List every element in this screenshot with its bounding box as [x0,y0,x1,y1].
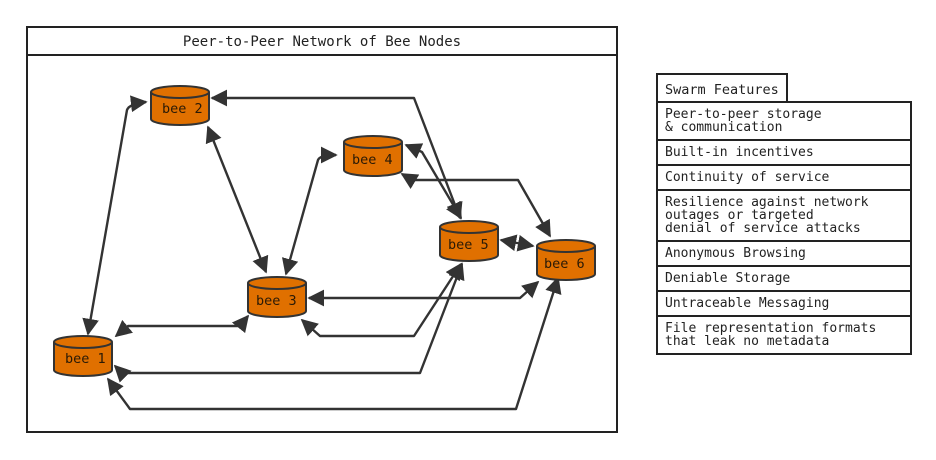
features-heading: Swarm Features [656,73,788,103]
feature-item: Peer-to-peer storage & communication [665,107,822,135]
node-bee3-body [247,283,307,318]
edge-bee2-bee3 [205,125,269,274]
node-bee2: bee 2 [150,85,210,126]
node-bee5-top [439,220,499,234]
node-bee1-label: bee 1 [65,351,106,367]
node-bee6-label: bee 6 [544,256,585,272]
node-bee5: bee 5 [439,220,499,262]
node-bee1-top [53,335,113,349]
feature-item: Untraceable Messaging [658,290,910,315]
node-bee4-label: bee 4 [352,152,393,168]
node-bee6: bee 6 [536,239,596,281]
node-bee4: bee 4 [343,135,403,177]
feature-item: Continuity of service [658,164,910,189]
node-bee1-body [53,342,113,377]
feature-item: Deniable Storage [658,265,910,290]
diagram-title: Peer-to-Peer Network of Bee Nodes [28,28,616,56]
node-bee4-body [343,142,403,177]
node-bee1: bee 1 [53,335,113,377]
node-bee6-body [536,246,596,281]
edge-bee1-bee2 [82,95,148,336]
node-bee4-top [343,135,403,149]
feature-item: File representation formats that leak no… [658,315,910,353]
feature-item: Resilience against network outages or ta… [658,189,910,240]
node-bee3-top [247,276,307,290]
network-diagram-frame: Peer-to-Peer Network of Bee Nodes [26,26,618,433]
edge-bee3-bee4 [281,146,338,276]
network-diagram: bee 1 bee 2 bee 3 bee 4 [53,85,596,411]
edge-bee4-bee5 [404,143,463,220]
node-bee6-top [536,239,596,253]
feature-item: Anonymous Browsing [658,240,910,265]
edge-bee2-bee5 [210,89,463,220]
node-bee3: bee 3 [247,276,307,318]
edge-bee5-bee6 [499,234,535,252]
feature-item: Built-in incentives [658,139,910,164]
node-bee2-label: bee 2 [162,101,203,117]
features-list: Peer-to-peer storage & communication Bui… [656,101,912,355]
edge-bee4-bee6 [400,172,552,238]
node-bee2-body [150,92,210,126]
node-bee2-top [150,85,210,99]
edge-bee1-bee3 [114,314,250,338]
node-bee5-label: bee 5 [448,237,489,253]
node-bee3-label: bee 3 [256,293,297,309]
node-bee5-body [439,227,499,262]
edge-bee1-bee6 [107,276,562,411]
edge-bee3-bee6 [307,280,540,307]
